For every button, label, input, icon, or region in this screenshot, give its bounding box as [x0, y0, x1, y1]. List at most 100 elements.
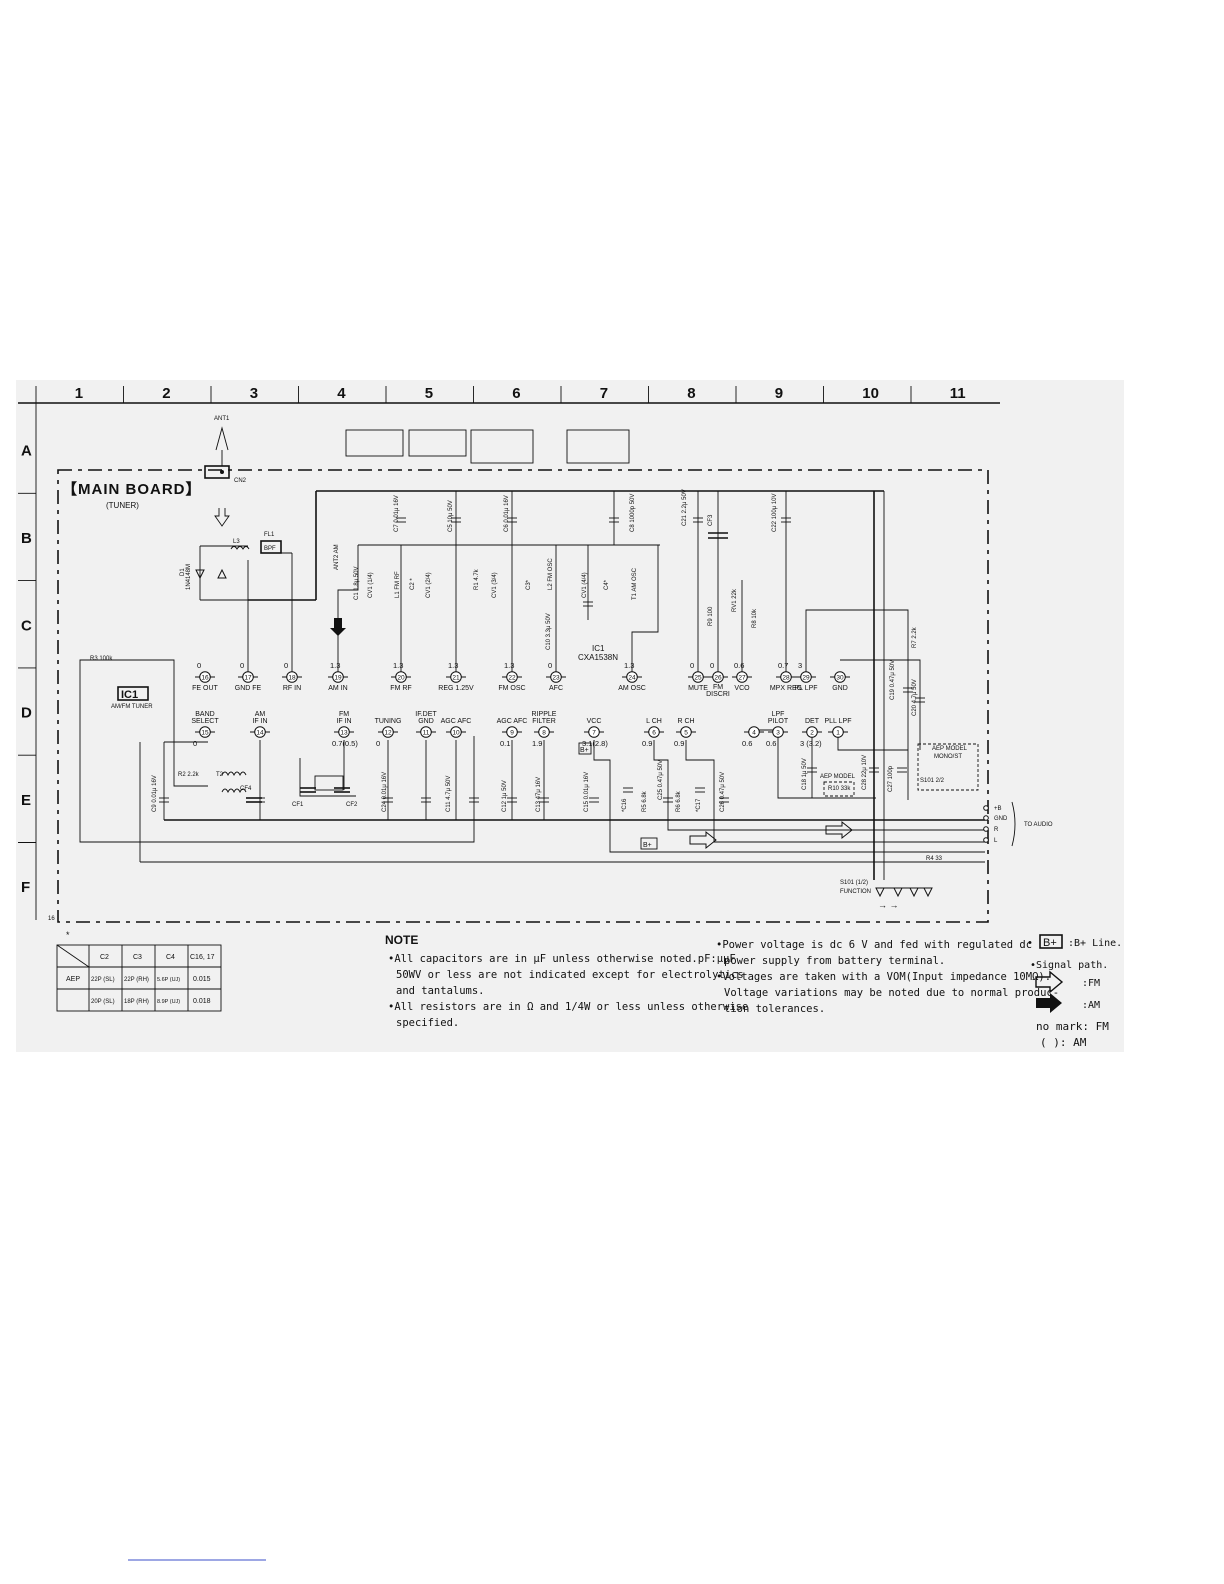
comp-label-upper: C10 3.3μ 50V — [546, 613, 552, 650]
pin-label2-26: DISCRI — [706, 691, 730, 698]
pin-num-1: 1 — [836, 730, 840, 737]
pin-circle-23 — [550, 671, 562, 683]
diodes: 1N4148M D1 — [180, 545, 248, 601]
comp-label-lower: C13 47μ 16V — [536, 777, 542, 812]
am-arrow-icon — [1036, 993, 1062, 1013]
pin-volt-2: 3 (3.2) — [800, 739, 822, 748]
pin-label-12: TUNING — [375, 718, 402, 725]
svg-text:+B: +B — [994, 806, 1002, 812]
row-letter-D: D — [21, 705, 32, 722]
comp-label-lower: C27 100p — [888, 765, 894, 792]
pin-label2-14: IF IN — [252, 718, 267, 725]
pin-circle-26 — [712, 671, 724, 683]
comp-label-lower: C9 0.01μ 16V — [152, 775, 158, 812]
row-letter-A: A — [21, 443, 32, 460]
pin-label-6: L CH — [646, 718, 662, 725]
pin-num-15: 15 — [201, 730, 209, 737]
pin-volt-8: 1.9 — [532, 739, 542, 748]
comp-label-upper: C2 * — [410, 578, 416, 590]
comp-label-upper: C7 0.01μ 16V — [394, 495, 400, 532]
svg-text:D1: D1 — [180, 568, 186, 576]
svg-text:ANT2 AM: ANT2 AM — [334, 544, 340, 570]
pin-volt-23: 0 — [548, 661, 552, 670]
pin-volt-16: 0 — [197, 661, 201, 670]
svg-text:B+: B+ — [1043, 937, 1057, 949]
pin-num-14: 14 — [256, 730, 264, 737]
comp-label-lower: C15 0.01μ 16V — [584, 772, 590, 812]
comp-label-lower: CF1 — [292, 802, 304, 808]
comp-label-upper: R9 100 — [708, 606, 714, 626]
svg-text:C3: C3 — [133, 954, 142, 961]
pin-circle-11 — [420, 726, 432, 738]
pin-num-13: 13 — [340, 730, 348, 737]
pin-volt-13: 0.7(0.5) — [332, 739, 358, 748]
pin-label-5: R CH — [677, 718, 694, 725]
fm-signal-arrow — [214, 508, 230, 527]
pin-circle-1 — [832, 726, 844, 738]
pin-num-29: 29 — [802, 675, 810, 682]
pin-num-9: 9 — [510, 730, 514, 737]
pin-circle-15 — [199, 726, 211, 738]
svg-text:0.018: 0.018 — [193, 998, 211, 1005]
comp-label-lower: R2 2.2k — [178, 772, 200, 778]
pin-circle-22 — [506, 671, 518, 683]
board-subtitle: (TUNER) — [106, 501, 139, 510]
bplus-legend-box — [1039, 934, 1063, 949]
pin-label2-8: FILTER — [532, 718, 556, 725]
svg-text:22P (RH): 22P (RH) — [124, 977, 149, 983]
pin-volt-24: 1.3 — [624, 661, 634, 670]
svg-text:FL1: FL1 — [264, 532, 275, 538]
bplus-tag-box — [578, 742, 592, 755]
pin-label-2: DET — [805, 718, 820, 725]
pin-num-26: 26 — [714, 675, 722, 682]
comp-label-lower: C28 22μ 10V — [862, 755, 868, 790]
pin-label-7: VCC — [587, 718, 602, 725]
comp-label-upper: R7 2.2k — [912, 626, 918, 648]
pin-label-23: AFC — [549, 685, 563, 692]
pin-label-29: PL LPF — [794, 685, 817, 692]
pin-num-18: 18 — [288, 675, 296, 682]
pin-volt-20: 1.3 — [393, 661, 403, 670]
svg-text:18P (RH): 18P (RH) — [124, 999, 149, 1005]
svg-text:tion tolerances.: tion tolerances. — [724, 1003, 825, 1015]
pin-circle-30 — [834, 671, 846, 683]
comp-label-upper: C6 0.01μ 16V — [504, 495, 510, 532]
pin-volt-22: 1.3 — [504, 661, 514, 670]
comp-label-lower: R4 33 — [926, 856, 943, 862]
svg-text:no mark: FM: no mark: FM — [1036, 1020, 1109, 1033]
svg-text:20P (SL): 20P (SL) — [91, 999, 115, 1005]
svg-text:•All resistors are in Ω and 1/: •All resistors are in Ω and 1/4W or less… — [388, 1001, 748, 1013]
to-audio-label: TO AUDIO — [1024, 822, 1053, 828]
svg-text:power supply from battery term: power supply from battery terminal. — [724, 955, 945, 967]
pin-circle-8 — [538, 726, 550, 738]
svg-text::B+ Line.: :B+ Line. — [1068, 938, 1122, 949]
row-letter-B: B — [21, 530, 32, 547]
pin-label-10: AGC AFC — [441, 718, 472, 725]
svg-text:5.6P (UJ): 5.6P (UJ) — [157, 977, 180, 983]
comp-label-lower: C12 1μ 50V — [502, 780, 508, 812]
pin-circle-24 — [626, 671, 638, 683]
pin-circle-18 — [286, 671, 298, 683]
pin-num-16: 16 — [201, 675, 209, 682]
pin-label-8: RIPPLE — [532, 711, 557, 718]
pin-num-3: 3 — [776, 730, 780, 737]
row-letter-C: C — [21, 617, 32, 634]
pin-circle-19 — [332, 671, 344, 683]
svg-text:22P (SL): 22P (SL) — [91, 977, 115, 983]
bplus-tag-2: B+ — [643, 842, 652, 849]
coil — [221, 771, 247, 777]
comp-label-upper: R8 10k — [752, 608, 758, 628]
pin-label2-13: IF IN — [336, 718, 351, 725]
svg-text:*: * — [66, 930, 70, 940]
svg-text:C2: C2 — [100, 954, 109, 961]
pin-circle-28 — [780, 671, 792, 683]
pin-circle-12 — [382, 726, 394, 738]
pin-volt-12: 0 — [376, 739, 380, 748]
svg-text:•Power voltage is dc 6 V and: •Power voltage is dc 6 V and fed with re… — [716, 939, 1032, 951]
pin-label-16: FE OUT — [192, 685, 218, 692]
pin-num-25: 25 — [694, 675, 702, 682]
comp-label-lower: S101 2/2 — [920, 778, 945, 784]
pin-label2-3: PILOT — [768, 718, 789, 725]
